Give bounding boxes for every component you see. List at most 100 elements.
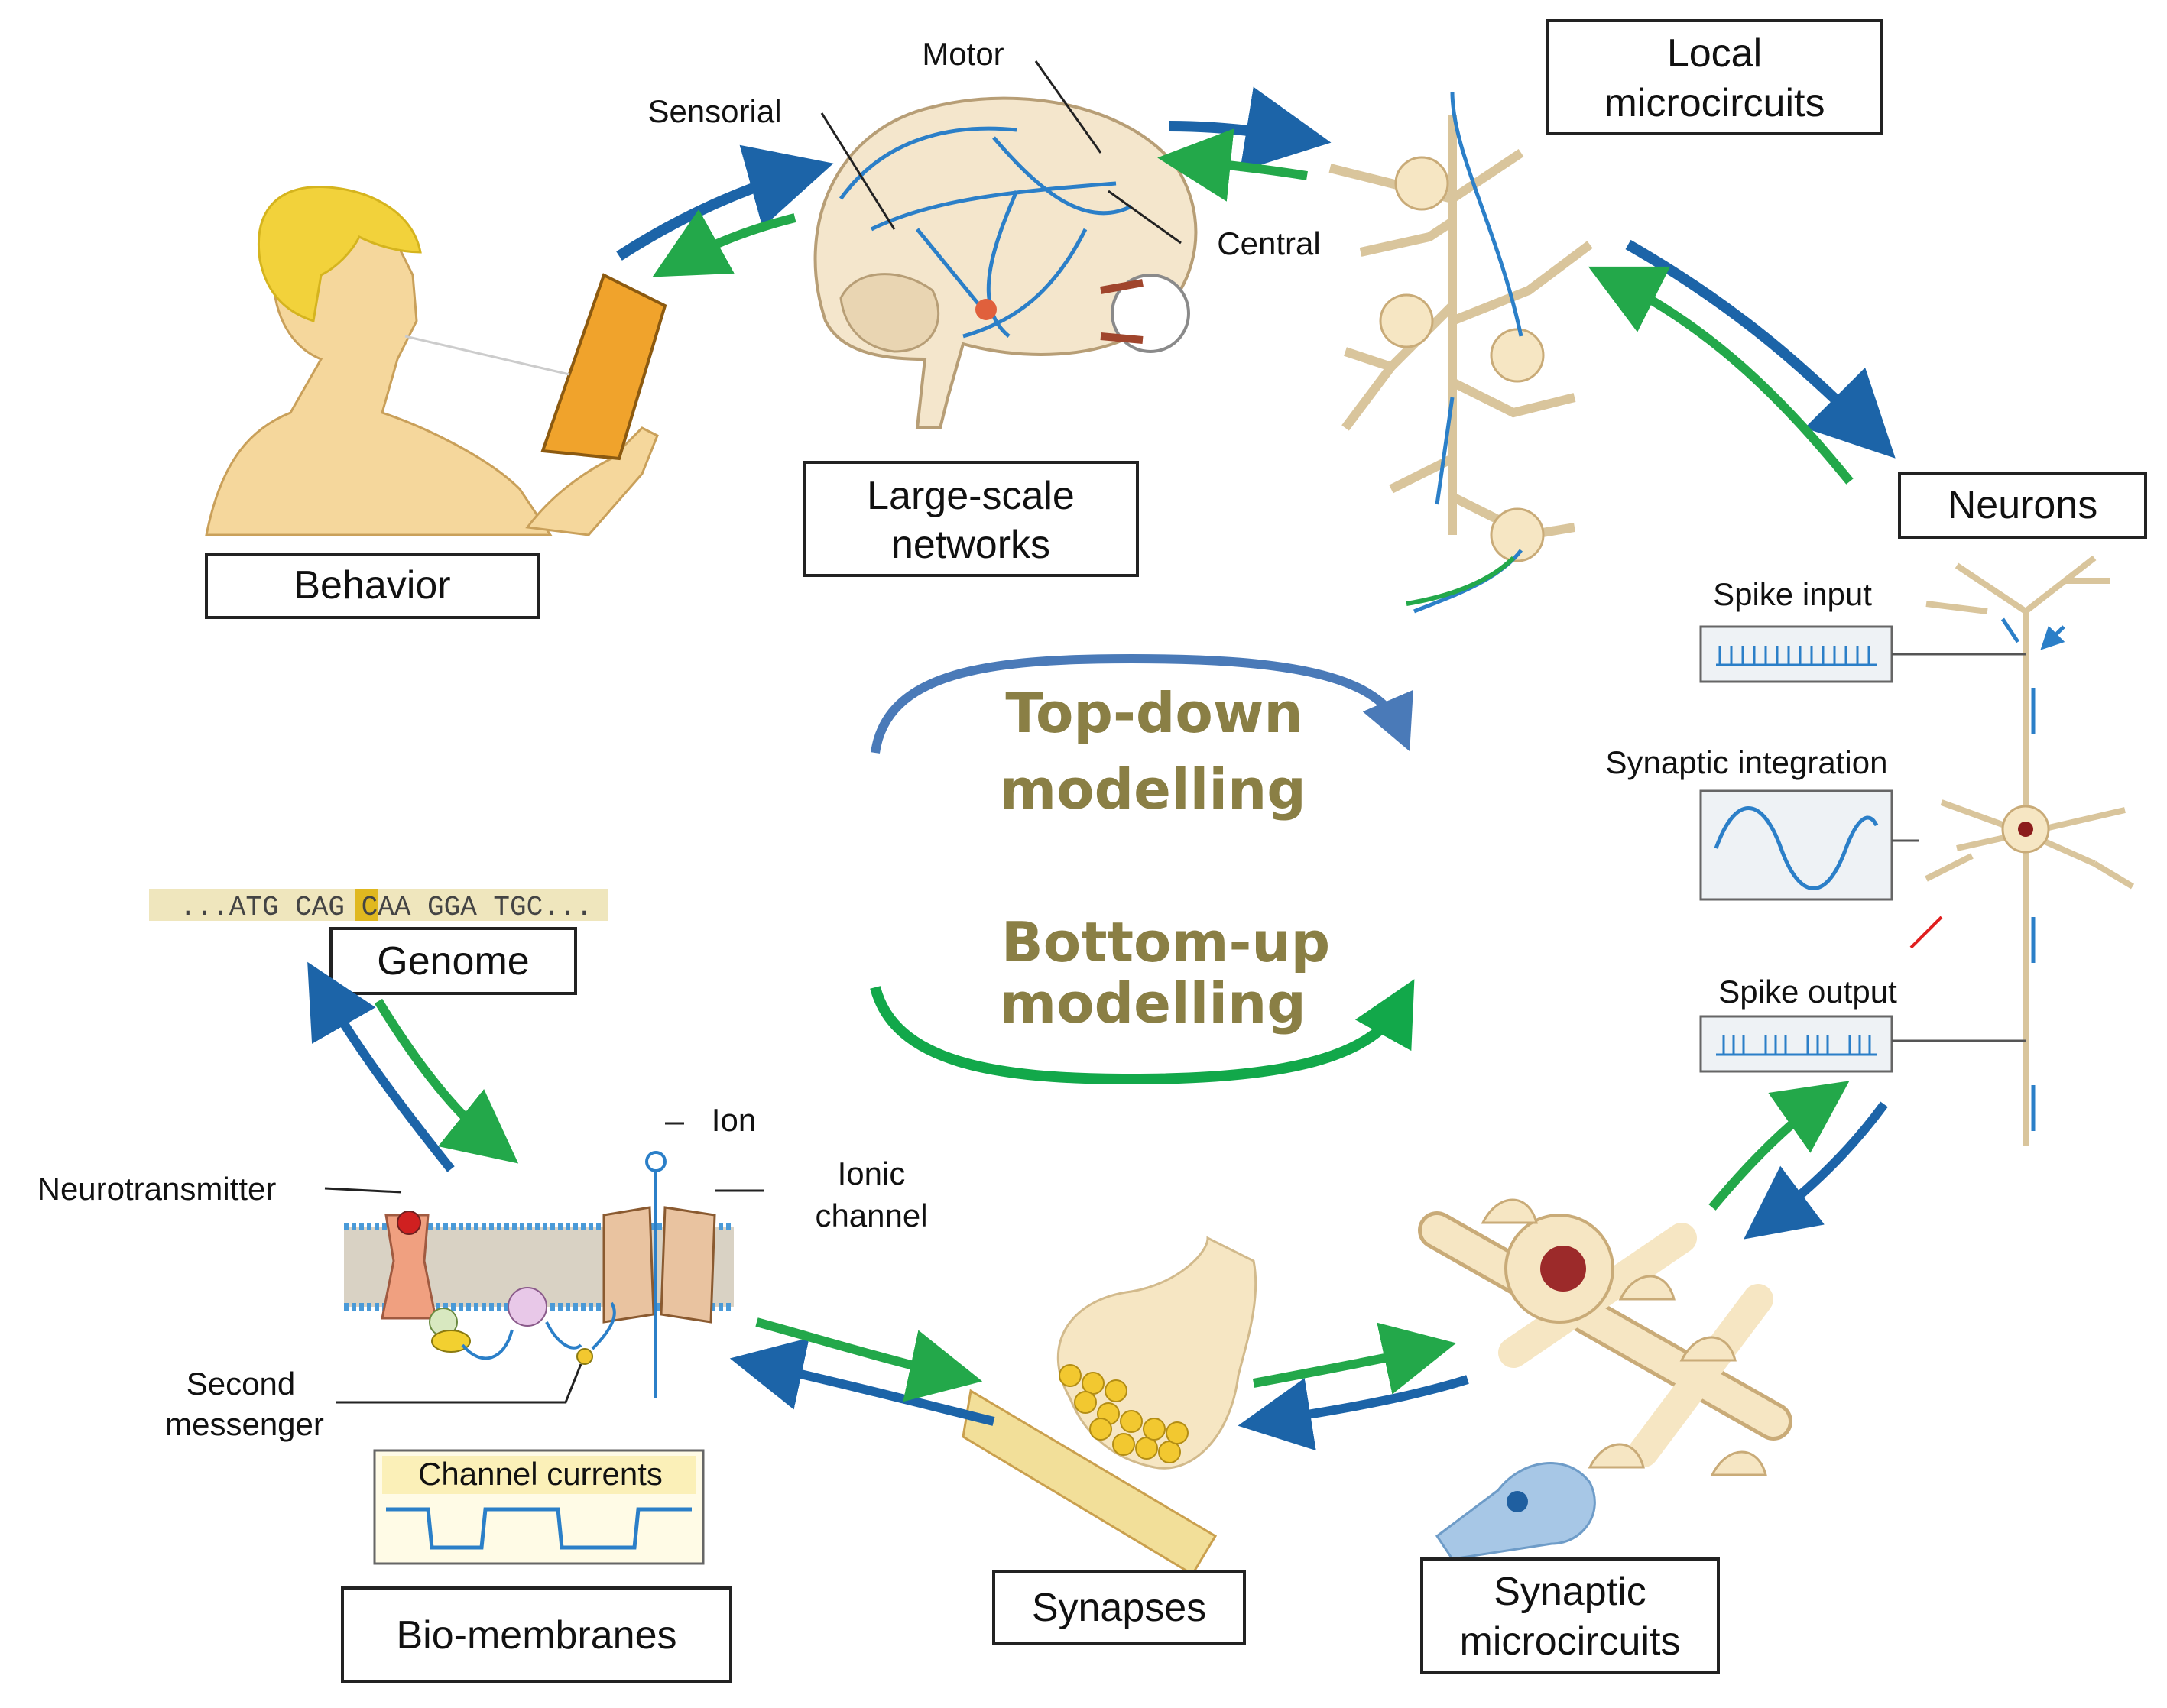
brain-network xyxy=(839,126,1133,339)
central-pointer xyxy=(1108,190,1182,245)
synaptic-microcircuits-box xyxy=(1420,1557,1720,1674)
channel-currents-header xyxy=(382,1456,696,1494)
cycle-arrows xyxy=(307,86,1896,1451)
channel-currents-label: Channel currents xyxy=(418,1456,663,1492)
central-label: Central xyxy=(1217,225,1320,261)
arrow-synapses-to-synaptic-mc xyxy=(1252,1322,1457,1395)
local-microcircuit-illustration xyxy=(1328,91,1593,614)
neuron-illustration xyxy=(1909,555,2135,1146)
synaptic-microcircuits-label-1: Synaptic xyxy=(1494,1570,1646,1614)
second-messenger-molecule xyxy=(576,1348,593,1365)
sensorial-pointer xyxy=(820,112,896,230)
eye-icon xyxy=(1111,274,1190,353)
spike-output-trace xyxy=(1716,1035,1877,1056)
genome-sequence: ...ATG CAG CAA GGA TGC... xyxy=(180,892,592,923)
behavior-label: Behavior xyxy=(294,563,450,608)
synapses-label: Synapses xyxy=(1032,1586,1206,1630)
behavior-box xyxy=(205,553,540,619)
spike-input-label: Spike input xyxy=(1713,576,1872,612)
brain-illustration xyxy=(813,96,1198,429)
signal-arrows xyxy=(461,1301,616,1360)
gaze-line xyxy=(404,335,570,376)
arrow-genome-to-membranes xyxy=(374,998,519,1164)
dendrite-tree xyxy=(1328,115,1593,540)
bouton xyxy=(1481,1198,1767,1476)
cerebellum-icon xyxy=(839,273,940,353)
ionic-channel-label-2: channel xyxy=(815,1198,927,1233)
bottomup-label-1: Bottom-up xyxy=(1001,910,1330,974)
arrow-membranes-to-genome xyxy=(307,961,455,1172)
second-messenger-pointer xyxy=(336,1363,582,1404)
book-icon xyxy=(540,273,667,461)
g-protein-alpha xyxy=(431,1330,471,1353)
input-axon xyxy=(1406,556,1516,606)
bottomup-label-2: modelling xyxy=(999,971,1306,1035)
topdown-arrow xyxy=(871,653,1413,754)
synapse-illustration xyxy=(962,1236,1257,1577)
arrow-synaptic-mc-to-neurons xyxy=(1708,1081,1850,1211)
synaptic-integration-trace xyxy=(1714,806,1879,890)
person-arm xyxy=(525,426,659,536)
bottomup-arrow xyxy=(870,979,1415,1085)
ion-label: Ion xyxy=(712,1102,756,1138)
motor-pointer xyxy=(1034,60,1102,154)
neurons-box xyxy=(1898,472,2147,539)
topdown-label-1: Top-down xyxy=(1005,681,1302,745)
effector-enzyme xyxy=(508,1287,547,1327)
genome-label: Genome xyxy=(377,939,529,984)
spike-arrow xyxy=(2000,617,2065,1131)
neuron-soma xyxy=(1394,156,1449,211)
arrow-neurons-to-local xyxy=(1588,266,1854,485)
synaptic-integration-panel xyxy=(1699,789,1893,901)
spike-input-trace xyxy=(1716,646,1877,666)
arrow-neurons-to-synaptic-mc xyxy=(1744,1101,1888,1240)
second-messenger-label-2: messenger xyxy=(165,1406,324,1442)
neurotransmitter-molecule xyxy=(397,1211,421,1235)
brain-icon xyxy=(813,96,1198,429)
topdown-label-2: modelling xyxy=(999,757,1306,822)
large-scale-box xyxy=(803,461,1139,577)
sequence-mutation-highlight xyxy=(355,889,378,921)
synaptic-microcircuit-illustration xyxy=(1418,1198,1792,1561)
second-messenger-label-1: Second xyxy=(187,1366,295,1402)
neurotransmitter-pointer xyxy=(324,1187,402,1194)
thalamus-dot xyxy=(975,299,997,320)
membrane-illustration xyxy=(344,1151,734,1398)
neuron-soma xyxy=(1490,328,1545,383)
eye-muscle xyxy=(1100,279,1144,344)
arrow-brain-to-behavior xyxy=(652,209,796,277)
input-arrow-red xyxy=(1909,916,1943,949)
local-microcircuits-label-2: microcircuits xyxy=(1604,81,1825,125)
ion-channel-icon xyxy=(602,1206,716,1324)
spike-input-panel xyxy=(1699,625,1893,683)
arrow-brain-to-local xyxy=(1169,86,1332,172)
synapses-box xyxy=(992,1570,1246,1645)
neurons-label: Neurons xyxy=(1948,483,2098,527)
synaptic-integration-label: Synaptic integration xyxy=(1606,744,1888,780)
spike-output-panel xyxy=(1699,1015,1893,1073)
arrow-synaptic-mc-to-synapses xyxy=(1238,1375,1469,1451)
channel-currents-trace xyxy=(386,1507,692,1550)
local-microcircuits-box xyxy=(1546,19,1883,135)
biomembranes-label: Bio-membranes xyxy=(396,1613,676,1658)
arrow-local-to-neurons xyxy=(1625,239,1896,459)
neuron-nucleus xyxy=(2018,822,2033,837)
neuron-nucleus xyxy=(1540,1246,1586,1292)
arrow-synapses-to-membranes xyxy=(729,1337,995,1426)
local-microcircuits-label-1: Local xyxy=(1667,31,1762,76)
arrow-local-to-brain xyxy=(1157,128,1308,202)
neuron-soma xyxy=(1490,507,1545,562)
behavior-illustration xyxy=(205,185,667,536)
large-scale-label-1: Large-scale xyxy=(867,474,1075,518)
synaptic-vesicles xyxy=(1059,1364,1189,1463)
person-hair xyxy=(258,185,422,322)
neuron-soma xyxy=(1379,293,1434,348)
biomembranes-box xyxy=(341,1586,732,1683)
spike-output-label: Spike output xyxy=(1718,974,1897,1010)
large-scale-label-2: networks xyxy=(891,523,1050,567)
arrow-membranes-to-synapses xyxy=(755,1317,983,1402)
sensorial-label: Sensorial xyxy=(647,93,781,129)
axon-bar xyxy=(1422,1215,1789,1437)
inhibitory-nucleus xyxy=(1507,1491,1528,1512)
